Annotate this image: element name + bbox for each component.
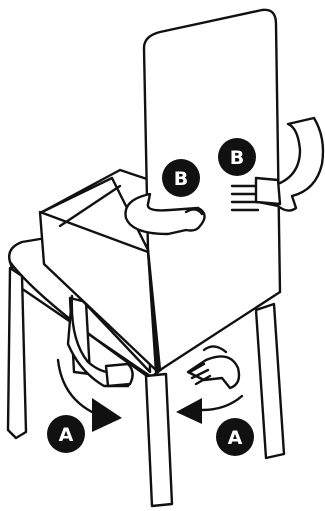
strap-buckle-top-right <box>254 176 282 206</box>
badge-a-right: A <box>216 418 254 456</box>
strap-bottom-right <box>186 345 241 390</box>
strap-top-left <box>124 192 206 236</box>
chair-leg-back-right <box>254 302 286 460</box>
strap-bottom-left <box>66 294 134 388</box>
chair-leg-front-left <box>6 266 28 440</box>
booster-box <box>38 168 160 374</box>
badge-b-left-text: B <box>174 168 188 190</box>
badge-a-left: A <box>47 415 85 453</box>
booster-front <box>38 210 160 374</box>
badge-b-left: B <box>162 159 200 197</box>
arrowhead-left <box>92 398 122 432</box>
arrow-right <box>176 394 244 424</box>
badge-b-right-text: B <box>230 147 244 169</box>
strap-buckle-bottom-left <box>104 362 134 388</box>
chair-backrest <box>142 8 282 374</box>
strap-top-right <box>230 116 325 212</box>
badge-a-left-text: A <box>59 424 74 446</box>
chair-leg-front-right <box>144 372 174 508</box>
badge-b-right: B <box>218 138 256 176</box>
badge-a-right-text: A <box>228 427 243 449</box>
arrow-left <box>56 358 122 432</box>
arrowhead-right <box>176 398 202 424</box>
